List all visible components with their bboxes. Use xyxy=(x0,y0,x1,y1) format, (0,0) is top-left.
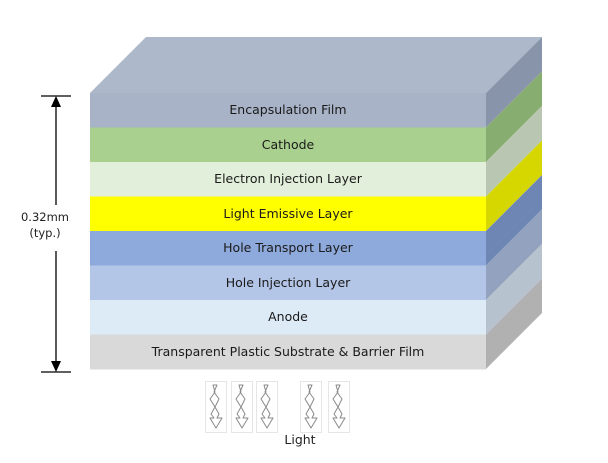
thickness-note: (typ.) xyxy=(29,226,61,240)
light-arrow-icon xyxy=(205,381,227,433)
layer-side-1 xyxy=(486,71,542,162)
layer-front-5 xyxy=(90,265,486,301)
light-label: Light xyxy=(284,432,316,447)
layer-side-3 xyxy=(486,140,542,231)
layer-label-5: Hole Injection Layer xyxy=(225,274,351,290)
light-arrow-icon xyxy=(256,381,278,433)
thickness-value: 0.32mm xyxy=(20,210,69,224)
layer-front-7 xyxy=(90,334,486,370)
layer-label-7: Transparent Plastic Substrate & Barrier … xyxy=(151,343,425,359)
light-arrow-icon xyxy=(300,381,322,433)
layer-side-5 xyxy=(486,209,542,300)
layer-side-4 xyxy=(486,175,542,266)
thickness-label: 0.32mm (typ.) xyxy=(14,205,76,251)
layer-label-3: Light Emissive Layer xyxy=(223,205,353,221)
dimension-arrow-up xyxy=(51,96,61,107)
layer-label-1: Cathode xyxy=(261,136,315,152)
stack-top-face xyxy=(90,37,542,93)
layer-front-1 xyxy=(90,127,486,163)
layer-front-3 xyxy=(90,196,486,232)
layer-side-2 xyxy=(486,106,542,197)
layers-group xyxy=(90,37,542,370)
layer-front-0 xyxy=(90,93,486,128)
layer-front-2 xyxy=(90,162,486,197)
light-arrow-icon xyxy=(231,381,253,433)
dimension-arrow-down xyxy=(51,361,61,372)
layer-label-4: Hole Transport Layer xyxy=(223,240,353,255)
light-arrow-icon xyxy=(328,381,350,433)
layer-front-6 xyxy=(90,300,486,335)
layer-front-4 xyxy=(90,231,486,266)
layer-side-7 xyxy=(486,278,542,369)
layer-side-0 xyxy=(486,37,542,128)
layer-label-2: Electron Injection Layer xyxy=(214,171,362,186)
layer-label-6: Anode xyxy=(268,309,308,324)
layer-label-0: Encapsulation Film xyxy=(229,102,347,117)
layer-side-6 xyxy=(486,244,542,335)
